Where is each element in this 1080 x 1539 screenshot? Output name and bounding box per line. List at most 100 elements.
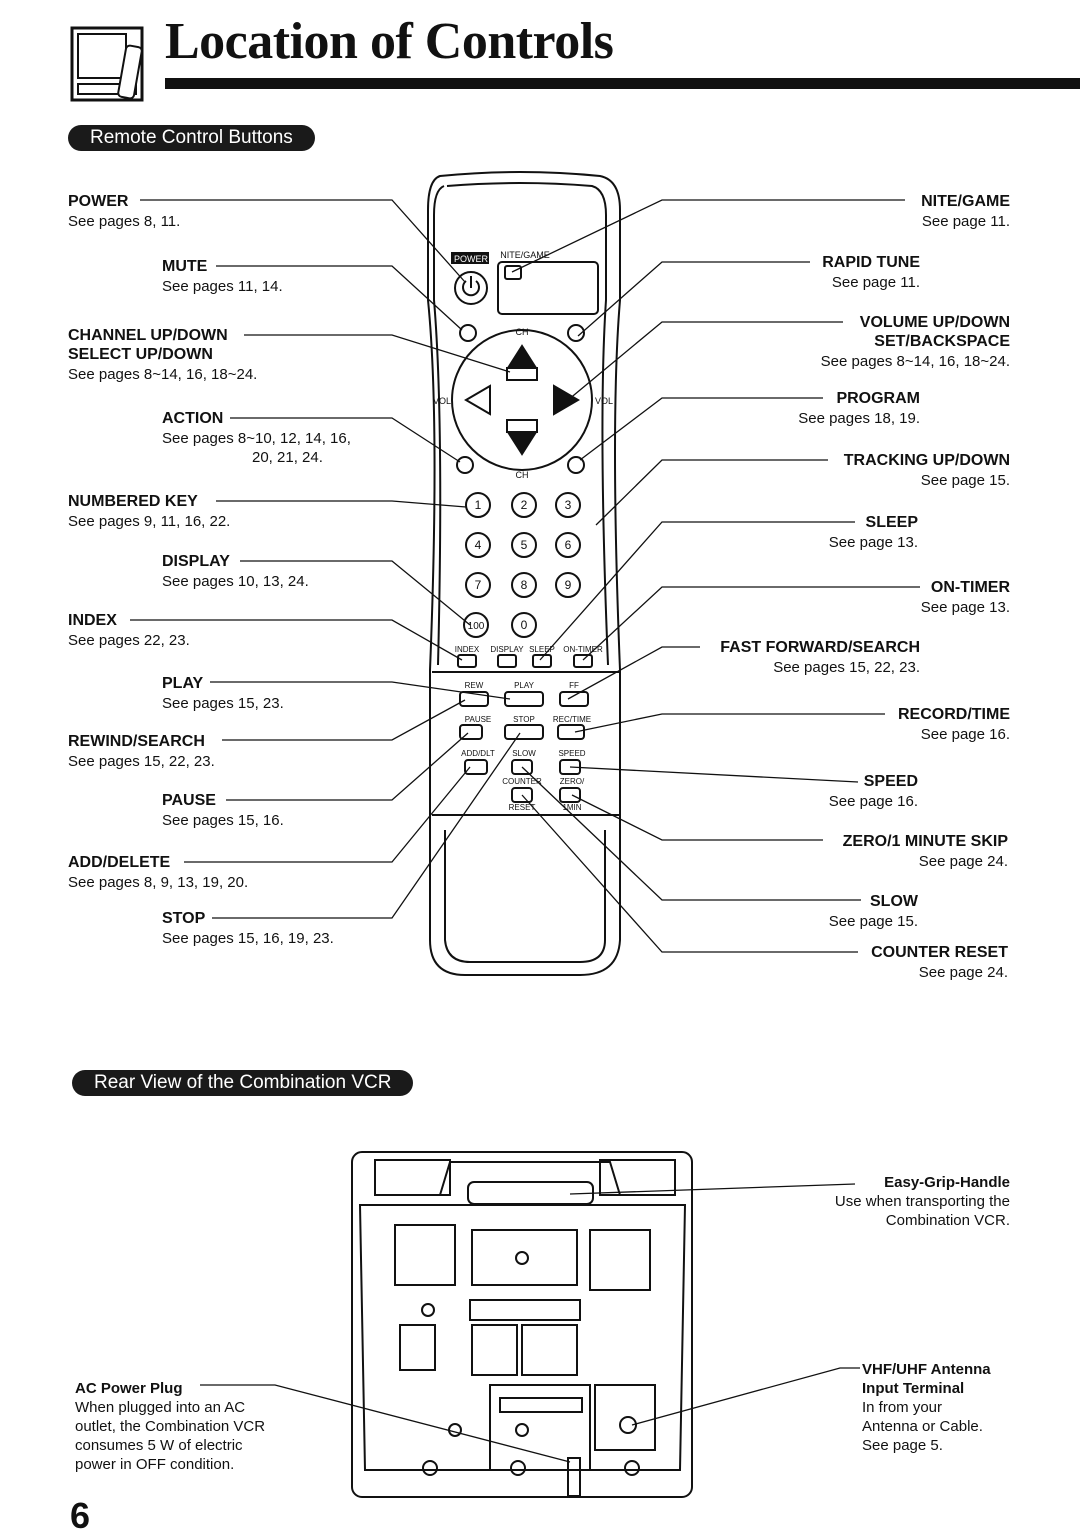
svg-text:STOP: STOP (513, 715, 535, 724)
pages-zero-skip: See page 24. (918, 853, 1008, 870)
label-display: DISPLAY (162, 553, 230, 570)
svg-text:REW: REW (465, 681, 484, 690)
label-zero-skip: ZERO/1 MINUTE SKIP (842, 833, 1008, 850)
pages-display: See pages 10, 13, 24. (162, 573, 309, 590)
pages-play: See pages 15, 23. (162, 695, 284, 712)
label-slow: SLOW (870, 893, 918, 910)
section-remote-heading: Remote Control Buttons (68, 125, 315, 151)
pages-numbered-key: See pages 9, 11, 16, 22. (68, 513, 231, 530)
label-program: PROGRAM (836, 390, 920, 407)
label-ac-power-plug: AC Power Plug (75, 1380, 183, 1397)
svg-text:SPEED: SPEED (558, 749, 585, 758)
remote-key-power: POWER (454, 254, 489, 264)
remote-key-nitegame: NITE/GAME (500, 250, 550, 260)
page-title: Location of Controls (165, 13, 614, 70)
svg-text:8: 8 (521, 578, 528, 592)
pages-action: See pages 8~10, 12, 14, 16, (162, 430, 351, 447)
pages-slow: See page 15. (828, 913, 918, 930)
remote-key-ch-bottom: CH (516, 470, 529, 480)
label-index: INDEX (68, 612, 117, 629)
label-pause: PAUSE (162, 792, 216, 809)
label-speed: SPEED (863, 773, 918, 790)
text-ac-3: consumes 5 W of electric (75, 1437, 243, 1454)
svg-text:PLAY: PLAY (514, 681, 535, 690)
label-fast-forward: FAST FORWARD/SEARCH (720, 639, 920, 656)
remote-key-ch-top: CH (516, 327, 529, 337)
label-rapid-tune: RAPID TUNE (822, 254, 920, 271)
remote-key-vol-left: VOL (433, 396, 451, 406)
svg-text:2: 2 (521, 498, 528, 512)
text-ac-2: outlet, the Combination VCR (75, 1418, 266, 1435)
svg-text:4: 4 (475, 538, 482, 552)
label-counter-reset: COUNTER RESET (871, 944, 1008, 961)
text-antenna-2: Antenna or Cable. (862, 1418, 983, 1435)
text-antenna-3: See page 5. (862, 1437, 943, 1454)
text-handle-1: Use when transporting the (834, 1193, 1010, 1210)
pages-tracking: See page 15. (920, 472, 1010, 489)
svg-text:ADD/DLT: ADD/DLT (461, 749, 495, 758)
svg-text:ON-TIMER: ON-TIMER (563, 645, 603, 654)
label-select: SELECT UP/DOWN (68, 346, 213, 363)
pages-rewind: See pages 15, 22, 23. (68, 753, 215, 770)
label-channel: CHANNEL UP/DOWN (68, 327, 228, 344)
label-add-delete: ADD/DELETE (68, 854, 171, 871)
label-power: POWER (68, 193, 129, 210)
section-rear-heading: Rear View of the Combination VCR (72, 1070, 414, 1096)
svg-text:7: 7 (475, 578, 482, 592)
pages-mute: See pages 11, 14. (162, 278, 283, 295)
svg-text:REC/TIME: REC/TIME (553, 715, 591, 724)
pages-action-2: 20, 21, 24. (252, 449, 323, 466)
pages-power: See pages 8, 11. (68, 213, 181, 230)
pages-sleep: See page 13. (828, 534, 918, 551)
remote-key-vol-right: VOL (595, 396, 613, 406)
pages-channel: See pages 8~14, 16, 18~24. (68, 366, 258, 383)
pages-fast-forward: See pages 15, 22, 23. (773, 659, 920, 676)
label-nite-game: NITE/GAME (921, 193, 1010, 210)
rear-vcr-diagram (200, 1151, 860, 1498)
pages-add-delete: See pages 8, 9, 13, 19, 20. (68, 874, 249, 891)
svg-text:SLEEP: SLEEP (529, 645, 555, 654)
label-on-timer: ON-TIMER (930, 579, 1010, 596)
remote-diagram: POWER NITE/GAME CH CH VOL VOL 1 2 3 4 5 6 7 8… (130, 171, 920, 976)
svg-text:INDEX: INDEX (455, 645, 480, 654)
label-antenna-2: Input Terminal (862, 1380, 965, 1397)
svg-text:1: 1 (475, 498, 482, 512)
page-number: 6 (70, 1495, 91, 1536)
label-stop: STOP (162, 910, 206, 927)
tv-remote-icon (70, 26, 144, 102)
svg-text:SLOW: SLOW (512, 749, 536, 758)
svg-text:100: 100 (468, 621, 485, 632)
pages-program: See pages 18, 19. (798, 410, 920, 427)
svg-text:FF: FF (569, 681, 579, 690)
pages-index: See pages 22, 23. (68, 632, 190, 649)
svg-text:0: 0 (521, 618, 528, 632)
pages-on-timer: See page 13. (920, 599, 1010, 616)
pages-volume: See pages 8~14, 16, 18~24. (820, 353, 1010, 370)
text-handle-2: Combination VCR. (885, 1212, 1010, 1229)
label-action: ACTION (162, 410, 224, 427)
label-antenna: VHF/UHF Antenna (862, 1361, 991, 1378)
svg-text:6: 6 (565, 538, 572, 552)
label-rewind: REWIND/SEARCH (68, 733, 205, 750)
svg-text:9: 9 (565, 578, 572, 592)
svg-text:PAUSE: PAUSE (465, 715, 492, 724)
label-record-time: RECORD/TIME (898, 706, 1010, 723)
pages-nite-game: See page 11. (921, 213, 1010, 230)
text-ac-4: power in OFF condition. (75, 1456, 235, 1473)
label-set-backspace: SET/BACKSPACE (874, 333, 1010, 350)
label-mute: MUTE (162, 258, 208, 275)
svg-text:3: 3 (565, 498, 572, 512)
svg-text:RESET: RESET (509, 803, 536, 812)
pages-pause: See pages 15, 16. (162, 812, 284, 829)
svg-text:5: 5 (521, 538, 528, 552)
svg-text:1MIN: 1MIN (562, 803, 581, 812)
pages-record-time: See page 16. (920, 726, 1010, 743)
pages-stop: See pages 15, 16, 19, 23. (162, 930, 334, 947)
label-easy-grip-handle: Easy-Grip-Handle (884, 1174, 1010, 1191)
svg-text:ZERO/: ZERO/ (560, 777, 585, 786)
label-numbered-key: NUMBERED KEY (68, 493, 198, 510)
svg-text:DISPLAY: DISPLAY (490, 645, 524, 654)
title-rule (165, 78, 1080, 89)
text-ac-1: When plugged into an AC (75, 1399, 246, 1416)
label-play: PLAY (162, 675, 204, 692)
